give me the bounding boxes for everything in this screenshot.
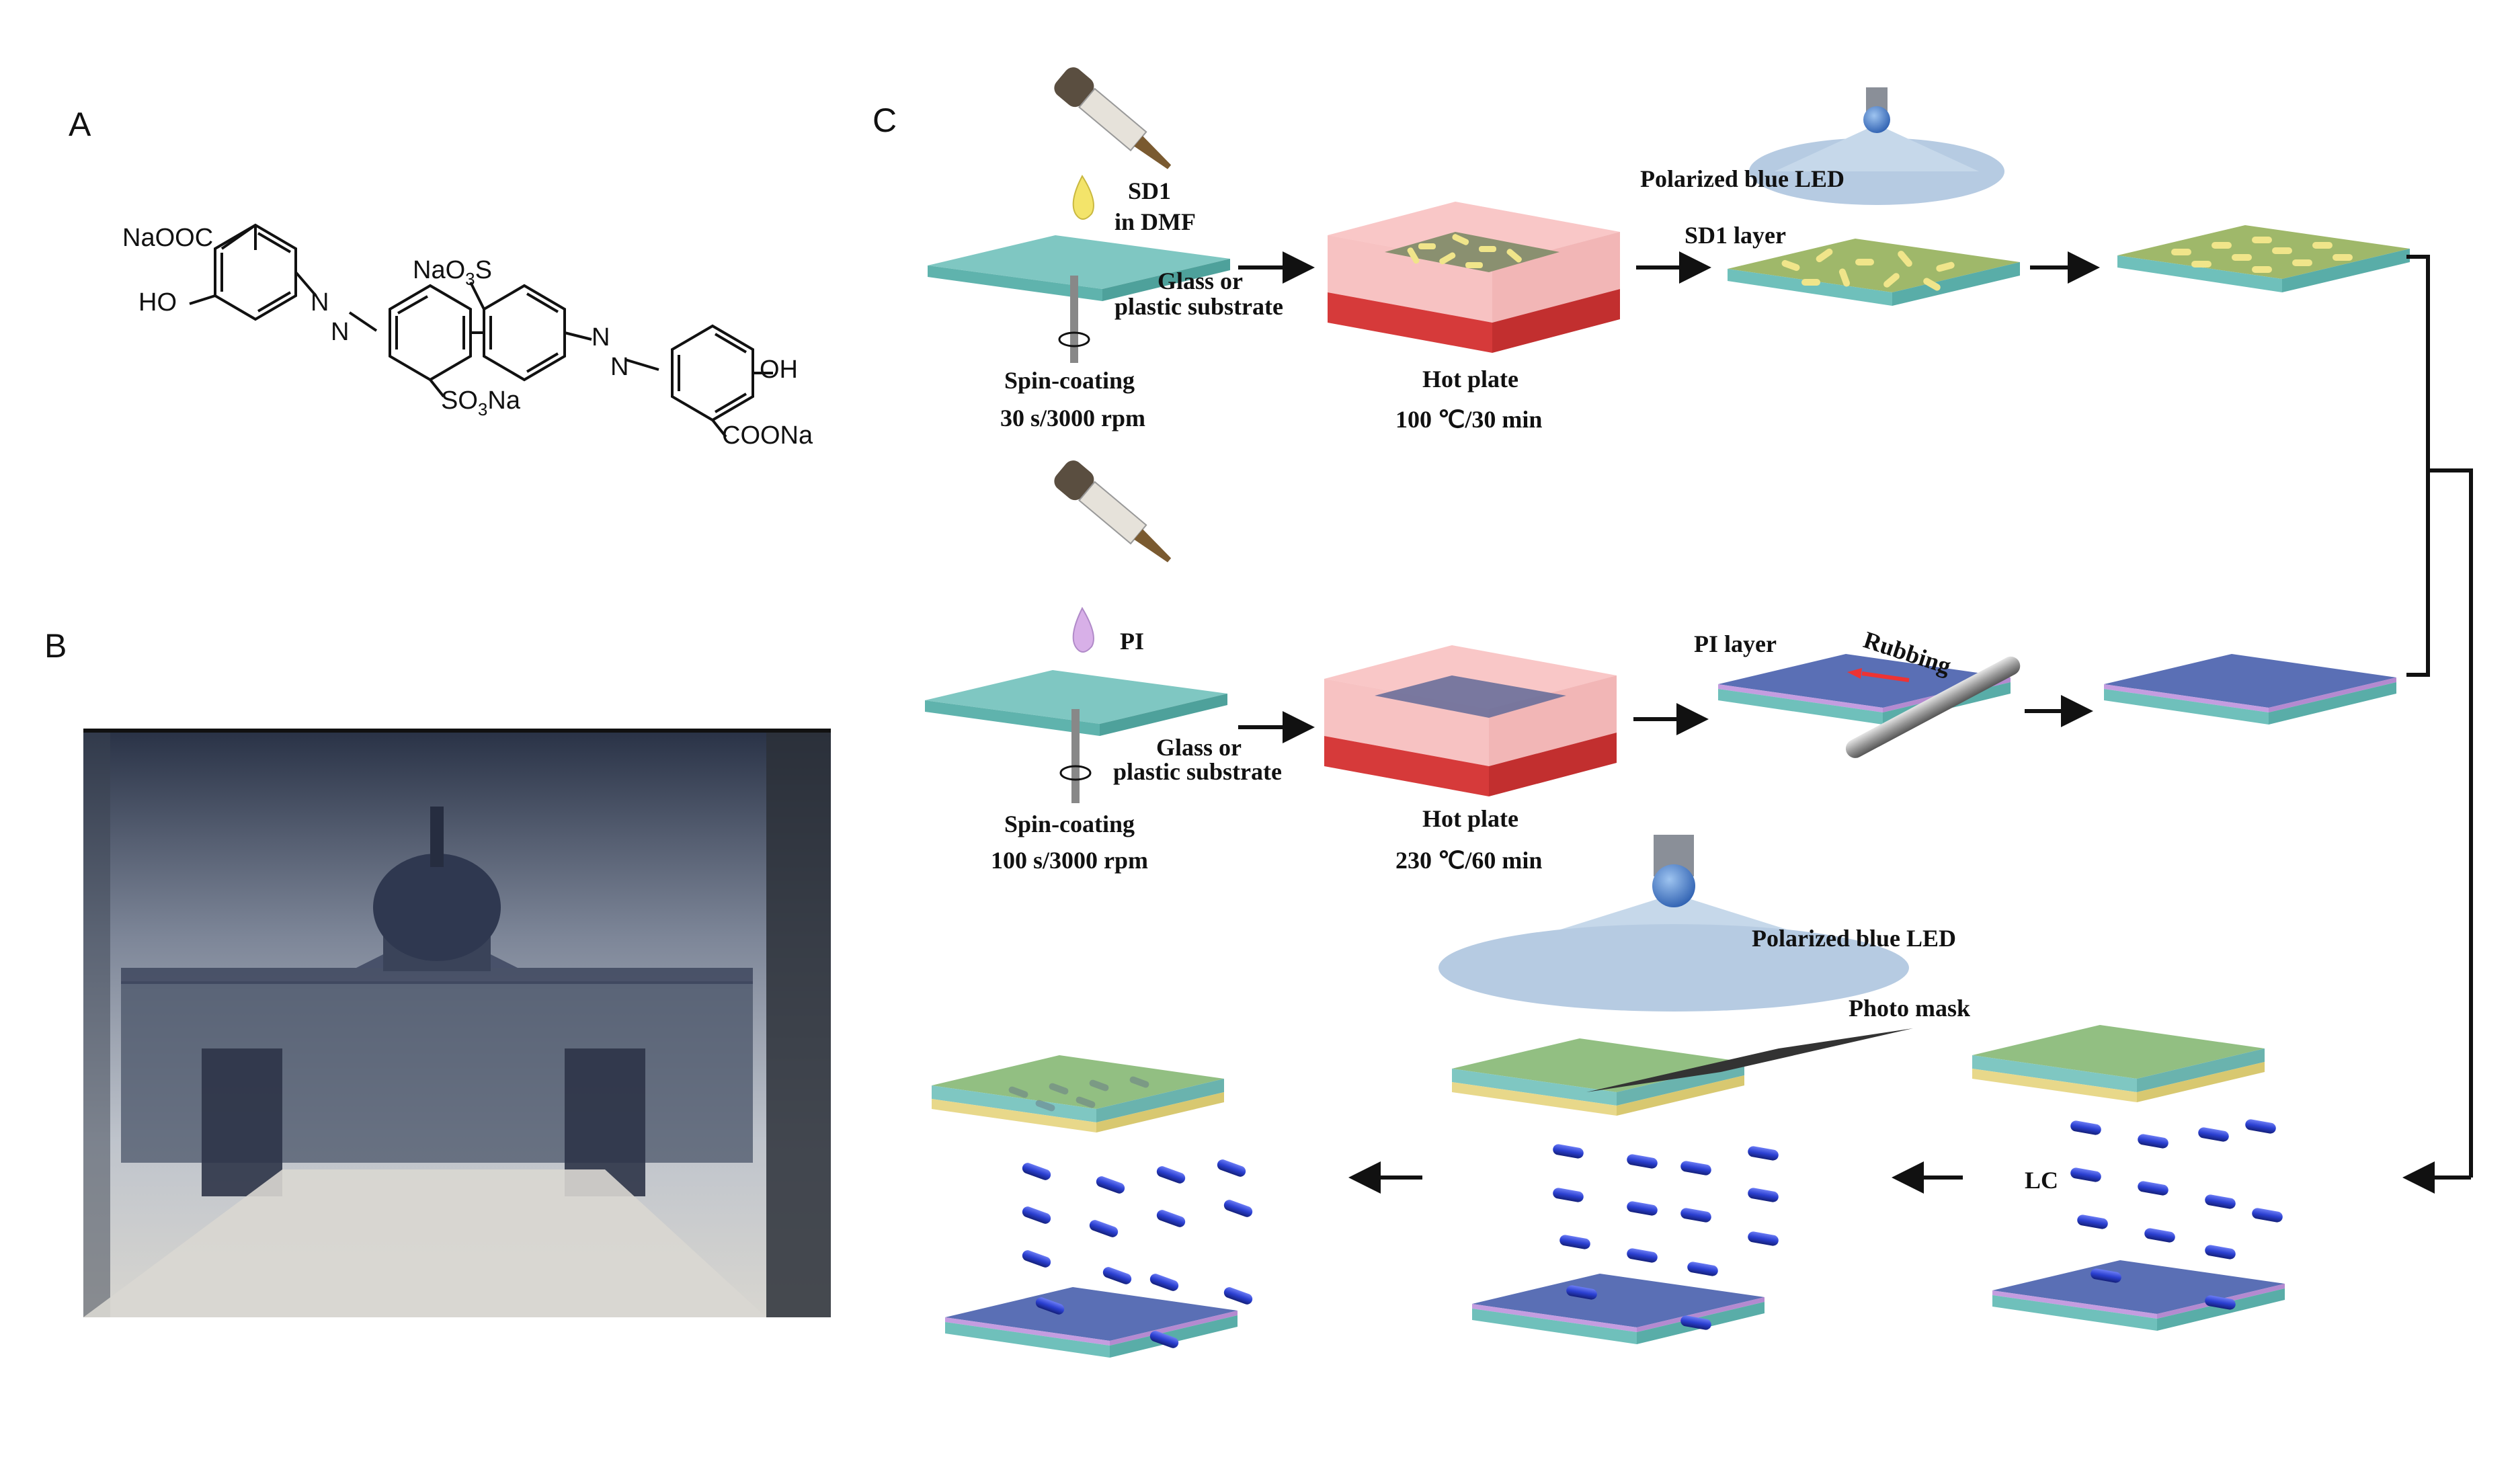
substrate-label-1a: Glass or: [1158, 267, 1243, 294]
sd1-layer-label: SD1 layer: [1685, 222, 1786, 249]
panel-label-c: C: [873, 101, 897, 139]
photo-mask: [1586, 1028, 1913, 1092]
hotplate-params-1: 100 ℃/30 min: [1395, 406, 1542, 433]
hotplate-title-2: Hot plate: [1422, 805, 1518, 832]
naso3s-label: NaO3S: [413, 256, 492, 289]
sd1-label: SD1: [1128, 177, 1171, 204]
oh-label-right: OH: [760, 356, 798, 384]
coona-label: COONa: [722, 421, 813, 450]
lc-label: LC: [2025, 1167, 2058, 1194]
substrate-label-2b: plastic substrate: [1113, 758, 1282, 785]
led-label-2: Polarized blue LED: [1752, 925, 1956, 952]
glass-substrate-1: [928, 235, 1230, 363]
fabrication-schematic: SD1 in DMF Glass or plastic substrate Sp…: [925, 67, 2473, 1358]
spin-title-1: Spin-coating: [1004, 367, 1135, 394]
sd1-layer-aligned: [2117, 225, 2410, 292]
dropper-icon: [1054, 460, 1172, 563]
substrate-label-1b: plastic substrate: [1114, 293, 1283, 320]
spin-params-1: 30 s/3000 rpm: [1000, 405, 1145, 431]
spin-title-2: Spin-coating: [1004, 811, 1135, 837]
photo-mask-label: Photo mask: [1849, 995, 1970, 1022]
lc-cell-mask: [1452, 1028, 1913, 1344]
pi-drop: [1072, 606, 1094, 653]
sd1-structure: NaOOC HO N N NaO3S SO3Na N N OH COONa: [122, 223, 813, 450]
glass-substrate-2: [925, 670, 1227, 803]
led-label-1: Polarized blue LED: [1640, 165, 1844, 192]
lc-cell-right: [1972, 1025, 2285, 1331]
azo-n1: N: [311, 288, 329, 317]
naooc-label: NaOOC: [122, 224, 213, 252]
so3na-label: SO3Na: [441, 386, 521, 419]
polarized-led-2: [1438, 835, 1909, 1012]
in-dmf-label: in DMF: [1114, 208, 1196, 235]
roller-icon: [1845, 656, 2021, 758]
connector-lines: [2406, 255, 2473, 1178]
azo-n2: N: [331, 318, 349, 346]
pi-layer-label: PI layer: [1694, 630, 1777, 657]
ho-label-left: HO: [138, 288, 177, 317]
substrate-label-2a: Glass or: [1156, 734, 1242, 761]
panel-label-b: B: [44, 627, 67, 665]
hotplate-params-2: 230 ℃/60 min: [1395, 847, 1542, 874]
panel-label-a: A: [69, 106, 91, 143]
polarized-led-1: [1749, 87, 2004, 205]
azo-n3: N: [592, 323, 610, 352]
spin-params-2: 100 s/3000 rpm: [991, 847, 1148, 874]
dropper-icon: [1054, 67, 1172, 169]
hot-plate-2: [1324, 645, 1617, 796]
hot-plate-1: [1328, 202, 1620, 353]
lc-cell-final: [932, 1055, 1253, 1358]
sd1-drop: [1072, 175, 1094, 220]
hotplate-title-1: Hot plate: [1422, 366, 1518, 393]
pi-layer-rubbing: Rubbing: [1718, 626, 2021, 758]
sd1-layer-random: [1728, 239, 2020, 306]
azo-n4: N: [610, 353, 628, 381]
pi-layer-rubbed: [2104, 654, 2396, 725]
pi-label: PI: [1120, 628, 1144, 655]
palace-photo: [83, 729, 831, 1317]
